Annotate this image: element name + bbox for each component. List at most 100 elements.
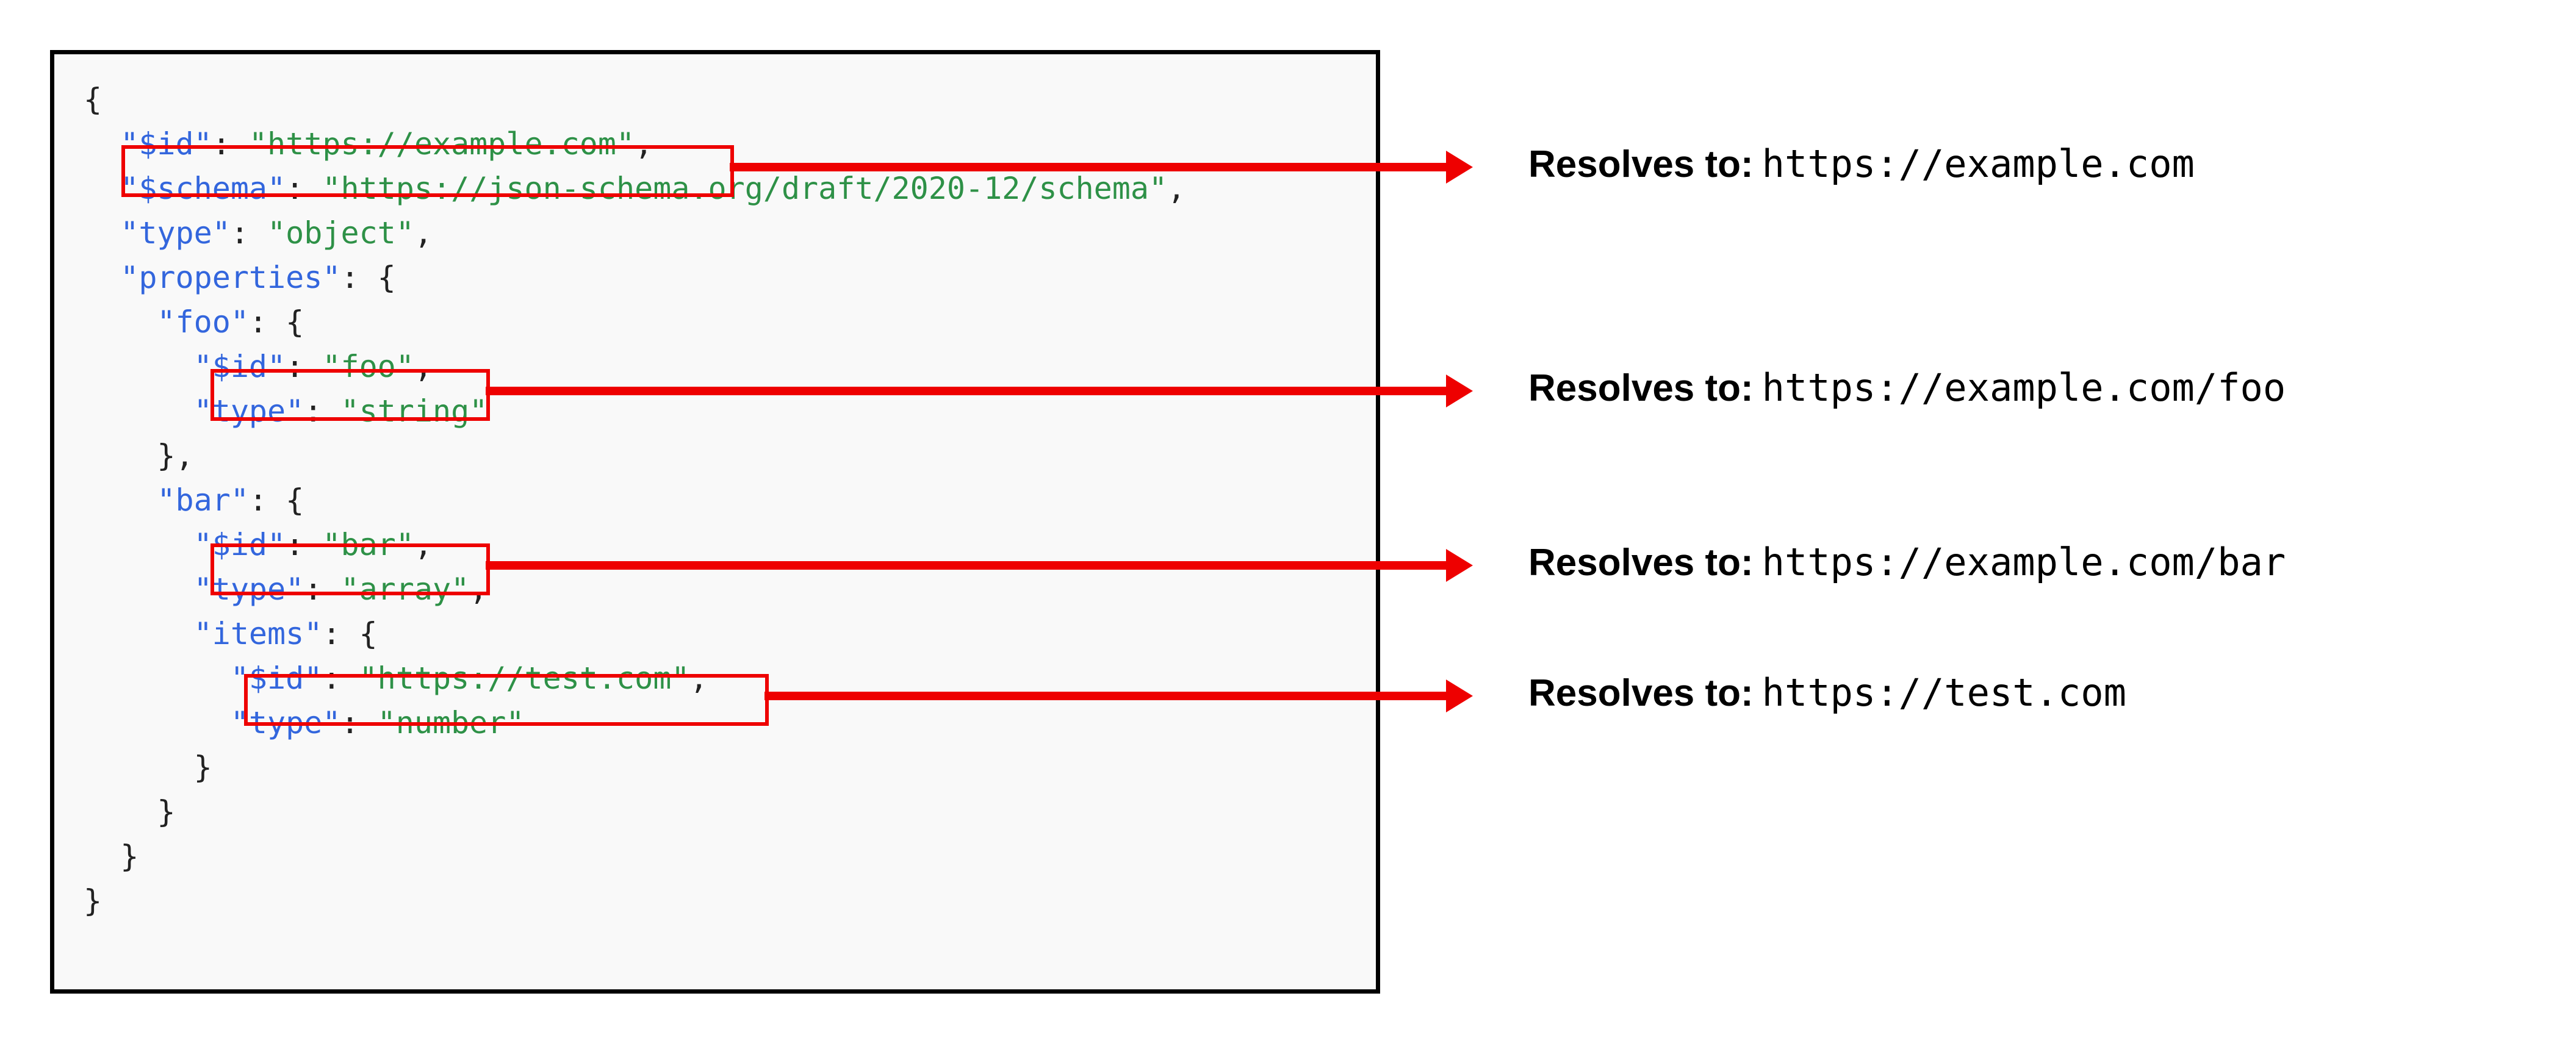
code-token-punct: , (414, 349, 433, 384)
code-token-punct: , (635, 126, 653, 162)
arrow-head-icon (1446, 375, 1473, 407)
code-indent (84, 260, 120, 295)
code-token-punct: : (230, 215, 268, 251)
resolved-url-value: https://example.com/foo (1761, 365, 2286, 410)
code-token-punct: } (193, 750, 212, 785)
code-line: "items": { (84, 612, 1185, 656)
code-token-punct: } (157, 794, 176, 830)
code-indent (84, 839, 120, 874)
code-line: "type": "number" (84, 701, 1185, 745)
code-token-str: "https://test.com" (359, 661, 690, 696)
code-indent (84, 661, 231, 696)
code-indent (84, 705, 231, 740)
code-token-punct: , (414, 215, 433, 251)
code-token-key: "type" (193, 393, 304, 429)
code-token-key: "$id" (230, 661, 323, 696)
annotation-items: Resolves to:https://test.com (1528, 674, 2126, 712)
code-token-punct: , (1167, 171, 1186, 206)
arrow-shaft (730, 163, 1448, 171)
code-token-key: "bar" (157, 482, 249, 518)
code-token-key: "items" (193, 616, 323, 651)
code-token-key: "type" (120, 215, 231, 251)
code-indent (84, 438, 157, 473)
code-token-punct: } (84, 883, 103, 919)
arrow-head-icon (1446, 679, 1473, 712)
code-line: } (84, 790, 1185, 834)
code-token-str: "string" (340, 393, 488, 429)
code-token-str: "https://json-schema.org/draft/2020-12/s… (322, 171, 1168, 206)
code-token-punct: , (469, 572, 488, 607)
code-token-punct: : { (322, 616, 378, 651)
annotation-foo: Resolves to:https://example.com/foo (1528, 369, 2286, 407)
code-line: } (84, 745, 1185, 790)
resolved-url-value: https://example.com (1761, 142, 2195, 186)
code-indent (84, 572, 194, 607)
code-indent (84, 349, 194, 384)
code-indent (84, 171, 120, 206)
code-line: "$schema": "https://json-schema.org/draf… (84, 167, 1185, 211)
code-token-punct: : { (248, 304, 304, 340)
resolves-to-label: Resolves to: (1528, 672, 1754, 714)
code-token-punct: { (84, 82, 103, 117)
code-token-punct: : (286, 527, 323, 562)
arrow-head-icon (1446, 151, 1473, 184)
code-line: } (84, 879, 1185, 923)
code-token-str: "number" (377, 705, 525, 740)
code-indent (84, 482, 157, 518)
code-token-punct: }, (157, 438, 194, 473)
code-token-key: "type" (230, 705, 341, 740)
annotation-bar: Resolves to:https://example.com/bar (1528, 543, 2286, 582)
arrow-shaft (486, 387, 1448, 395)
code-line: "$id": "https://example.com", (84, 122, 1185, 167)
code-line: }, (84, 434, 1185, 478)
json-code-listing: { "$id": "https://example.com", "$schema… (84, 77, 1185, 923)
code-token-key: "$schema" (120, 171, 286, 206)
code-token-key: "$id" (120, 126, 212, 162)
arrow-shaft (765, 692, 1448, 700)
code-token-punct: , (414, 527, 433, 562)
code-token-str: "bar" (322, 527, 414, 562)
code-line: "type": "string" (84, 389, 1185, 434)
code-token-key: "type" (193, 572, 304, 607)
annotation-root: Resolves to:https://example.com (1528, 145, 2195, 184)
code-indent (84, 215, 120, 251)
code-token-punct: : (286, 171, 323, 206)
code-token-str: "foo" (322, 349, 414, 384)
resolves-to-label: Resolves to: (1528, 367, 1754, 409)
arrow-head-icon (1446, 549, 1473, 582)
code-token-str: "array" (340, 572, 470, 607)
code-token-punct: : (322, 661, 359, 696)
code-token-punct: : (304, 393, 341, 429)
code-token-punct: : (304, 572, 341, 607)
resolves-to-label: Resolves to: (1528, 143, 1754, 185)
code-indent (84, 750, 194, 785)
code-line: "$id": "foo", (84, 345, 1185, 389)
resolves-to-label: Resolves to: (1528, 542, 1754, 584)
code-line: "type": "object", (84, 211, 1185, 256)
code-line: "properties": { (84, 256, 1185, 300)
code-token-punct: : { (340, 260, 396, 295)
code-token-key: "$id" (193, 527, 286, 562)
code-line: "foo": { (84, 300, 1185, 345)
code-token-key: "foo" (157, 304, 249, 340)
code-token-key: "properties" (120, 260, 341, 295)
code-token-str: "object" (267, 215, 414, 251)
code-indent (84, 794, 157, 830)
code-token-punct: : (212, 126, 249, 162)
code-token-str: "https://example.com" (248, 126, 635, 162)
resolved-url-value: https://test.com (1761, 670, 2126, 715)
code-token-punct: : { (248, 482, 304, 518)
code-token-punct: : (286, 349, 323, 384)
code-token-punct: : (340, 705, 378, 740)
code-indent (84, 304, 157, 340)
code-indent (84, 393, 194, 429)
code-line: "type": "array", (84, 567, 1185, 612)
code-indent (84, 616, 194, 651)
code-indent (84, 126, 120, 162)
code-line: { (84, 77, 1185, 122)
code-token-punct: } (120, 839, 139, 874)
arrow-shaft (486, 561, 1448, 570)
code-indent (84, 527, 194, 562)
code-token-punct: , (689, 661, 708, 696)
json-code-panel: { "$id": "https://example.com", "$schema… (50, 50, 1380, 994)
